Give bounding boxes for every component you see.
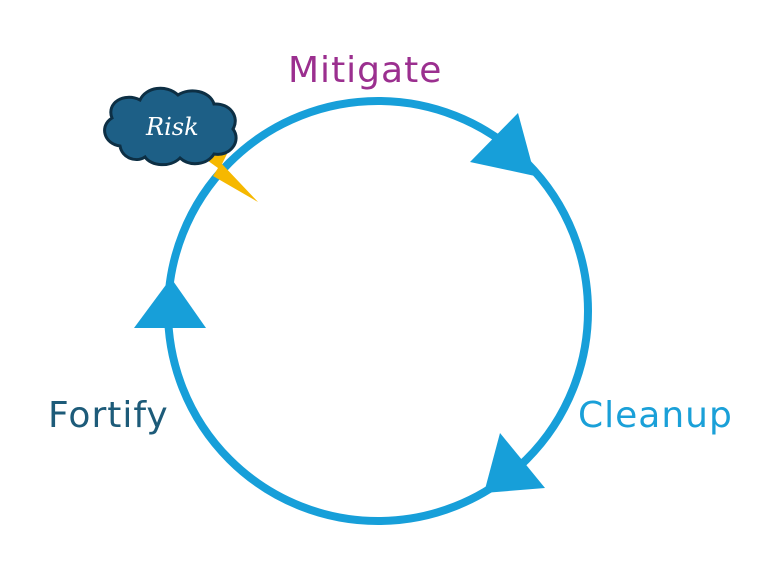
lightning-bolt-icon: [190, 148, 258, 202]
stage-label-fortify: Fortify: [48, 395, 169, 436]
stage-label-mitigate: Mitigate: [288, 50, 442, 91]
cycle-arrow-icon: [470, 113, 535, 176]
risk-cloud-icon: [103, 86, 238, 167]
cycle-arrow-icon: [484, 433, 545, 493]
risk-label: Risk: [145, 113, 199, 141]
cycle-arrow-icon: [134, 278, 206, 328]
stage-label-cleanup: Cleanup: [578, 395, 733, 436]
